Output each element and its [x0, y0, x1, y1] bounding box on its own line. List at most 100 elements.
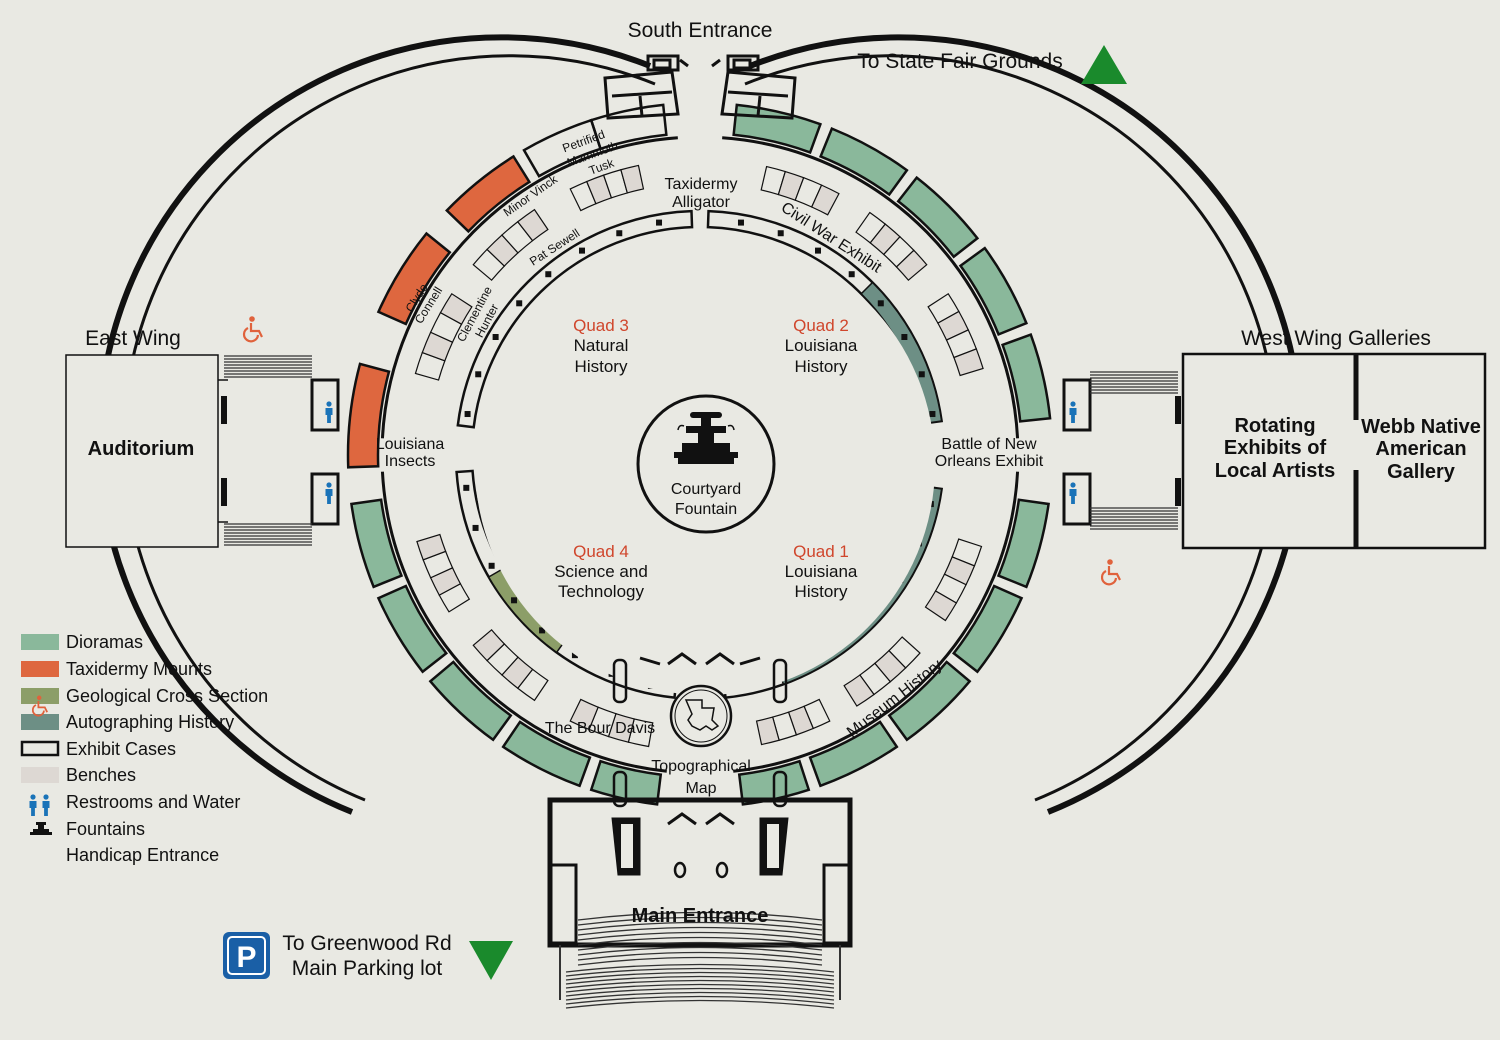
courtyard-fountain: Courtyard Fountain	[636, 394, 776, 534]
step	[565, 967, 835, 977]
east-wing-stairs	[224, 355, 312, 546]
taxidermy-mount	[376, 231, 452, 326]
svg-text:Quad 4: Quad 4	[573, 542, 629, 561]
step	[577, 956, 823, 966]
legend-label: Exhibit Cases	[66, 739, 176, 759]
step	[565, 995, 835, 1005]
alligator-label: Alligator	[672, 194, 730, 211]
arrow-up-icon[interactable]	[1081, 45, 1127, 84]
louisiana-shape-icon	[684, 699, 720, 731]
gallery-rings	[346, 103, 1052, 806]
diorama	[996, 498, 1050, 589]
case-divider	[488, 562, 495, 569]
diorama	[808, 720, 899, 788]
autographing-swatch	[21, 714, 59, 730]
fountain-icon	[30, 822, 52, 835]
main-entrance-steps	[559, 911, 841, 1009]
bench	[472, 628, 506, 662]
legend-label: Restrooms and Water	[66, 792, 240, 812]
insects-label: Louisiana	[376, 436, 445, 453]
step	[565, 975, 835, 985]
bour-davis-label: The Bour Davis	[545, 720, 655, 737]
case-divider	[539, 627, 546, 634]
bench-swatch	[21, 767, 59, 783]
step	[565, 971, 835, 981]
quad-1: Quad 1 Louisiana History	[785, 542, 858, 601]
case-divider	[579, 247, 585, 254]
taxidermy-swatch	[21, 661, 59, 677]
topographical-map: Topographical Map	[651, 684, 751, 797]
dioramas-swatch	[21, 634, 59, 650]
exhibit-case	[456, 209, 694, 429]
bench	[439, 292, 473, 325]
step	[577, 911, 823, 921]
handicap-icon	[242, 315, 264, 343]
gallery-wall	[380, 471, 667, 773]
step	[565, 987, 835, 997]
taxidermy-mount	[445, 154, 532, 234]
step	[577, 951, 823, 961]
case-divider	[545, 271, 552, 278]
diorama	[376, 584, 449, 674]
step	[577, 931, 823, 941]
step	[565, 979, 835, 989]
restroom-icon	[1069, 401, 1077, 423]
south-entrance-label: South Entrance	[628, 19, 773, 42]
svg-text:Technology: Technology	[558, 582, 645, 601]
parking-label: To Greenwood Rd	[282, 932, 451, 955]
step	[565, 983, 835, 993]
step	[577, 926, 823, 936]
bench	[843, 674, 875, 707]
battle-label: Battle of New	[941, 436, 1037, 453]
gallery-wall	[733, 471, 1020, 773]
legend-label: Geological Cross Section	[66, 686, 268, 706]
diorama	[896, 175, 980, 259]
case-divider	[464, 411, 471, 418]
diorama	[951, 584, 1024, 674]
step	[577, 936, 823, 946]
diorama	[501, 720, 592, 788]
parking-label: Main Parking lot	[292, 957, 443, 980]
diorama	[1000, 333, 1052, 423]
outer-wall	[96, 34, 1304, 815]
svg-text:Quad 1: Quad 1	[793, 542, 849, 561]
rotating-exhibits-label: Exhibits of	[1224, 437, 1327, 459]
webb-gallery-label: Gallery	[1387, 461, 1456, 483]
case-divider	[918, 371, 925, 378]
svg-text:Louisiana: Louisiana	[785, 336, 858, 355]
legend-label: Dioramas	[66, 632, 143, 652]
svg-text:P: P	[236, 941, 256, 974]
case-divider	[877, 300, 884, 307]
bench	[755, 716, 780, 746]
case-divider	[815, 247, 821, 254]
step	[577, 916, 823, 926]
fountain-label: Fountain	[675, 501, 737, 518]
east-wing-structure	[65, 354, 340, 548]
restroom-icon	[29, 794, 50, 816]
map-legend	[20, 634, 60, 835]
diorama	[350, 498, 404, 589]
case-divider	[848, 271, 855, 278]
quad-4: Quad 4 Science and Technology	[554, 542, 648, 601]
diorama	[887, 660, 972, 742]
insects-label: Insects	[385, 453, 436, 470]
arrow-down-icon[interactable]	[469, 941, 513, 980]
case-divider	[737, 219, 744, 226]
svg-text:Quad 3: Quad 3	[573, 316, 629, 335]
case-divider	[492, 334, 499, 340]
legend-label: Fountains	[66, 819, 145, 839]
bench	[953, 348, 984, 377]
parking-sign[interactable]: P	[223, 932, 270, 979]
west-wing-structure	[1062, 352, 1487, 550]
fountain-label: Courtyard	[671, 481, 741, 498]
main-entrance-structure	[547, 652, 853, 948]
case-divider	[777, 230, 784, 237]
east-wing-label: East Wing	[85, 327, 181, 350]
step	[577, 921, 823, 931]
case-divider	[472, 524, 479, 531]
webb-gallery-label: Webb Native	[1361, 416, 1481, 438]
svg-text:History: History	[575, 357, 628, 376]
south-entrance-structure	[603, 54, 797, 120]
bench	[516, 208, 549, 242]
